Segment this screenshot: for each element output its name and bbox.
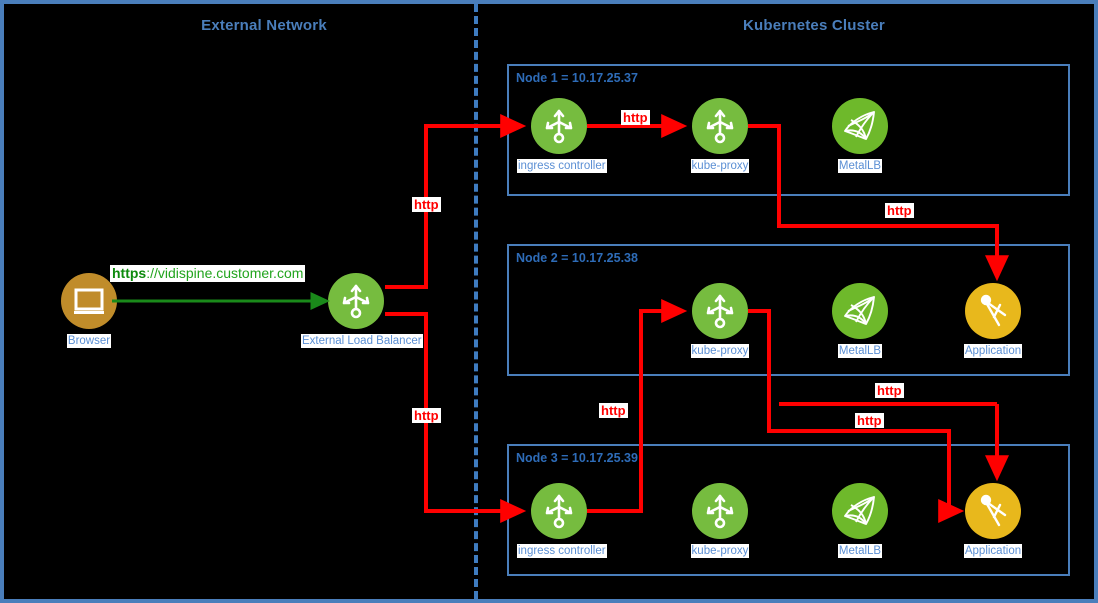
node-3-application-label: Application	[963, 544, 1023, 558]
node-3-metallb-label: MetalLB	[837, 544, 883, 558]
node-1-ingress-controller[interactable]: ingress controller	[517, 98, 607, 174]
zone-title-external-network: External Network	[201, 17, 327, 34]
mesh-net-icon	[832, 98, 888, 154]
zone-title-kubernetes-cluster: Kubernetes Cluster	[743, 17, 885, 34]
browser-node[interactable]: Browser	[47, 273, 131, 349]
browser-label: Browser	[66, 334, 112, 348]
node-2-kube-proxy[interactable]: kube-proxy	[678, 283, 762, 359]
http-label-lb-to-node3: http	[412, 408, 441, 423]
node-3-kube-proxy-label: kube-proxy	[690, 544, 750, 558]
node-2-metallb-label: MetalLB	[837, 344, 883, 358]
url-protocol: https	[112, 265, 147, 281]
external-load-balancer-node[interactable]: External Load Balancer	[301, 273, 423, 349]
node-2-application-label: Application	[963, 344, 1023, 358]
node-2-application[interactable]: Application	[951, 283, 1035, 359]
monitor-icon	[61, 273, 117, 329]
zone-divider	[474, 4, 478, 599]
http-label-kubeproxy2-to-app3-lower: http	[855, 413, 884, 428]
node-1-metallb-label: MetalLB	[837, 159, 883, 173]
node-2-kube-proxy-label: kube-proxy	[690, 344, 750, 358]
node-3-ingress-controller-label: ingress controller	[517, 544, 607, 558]
http-label-lb-to-node1: http	[412, 197, 441, 212]
http-label-ingress3-to-kubeproxy2: http	[599, 403, 628, 418]
node-3-application[interactable]: Application	[951, 483, 1035, 559]
node-1-kube-proxy[interactable]: kube-proxy	[678, 98, 762, 174]
node-3-metallb[interactable]: MetalLB	[818, 483, 902, 559]
mesh-net-icon	[832, 483, 888, 539]
external-load-balancer-label: External Load Balancer	[301, 334, 423, 348]
load-balancer-icon	[692, 483, 748, 539]
load-balancer-icon	[328, 273, 384, 329]
https-url-label: https://vidispine.customer.com	[110, 265, 306, 282]
node-3-ingress-controller[interactable]: ingress controller	[517, 483, 607, 559]
node-2-metallb[interactable]: MetalLB	[818, 283, 902, 359]
load-balancer-icon	[692, 283, 748, 339]
http-label-kubeproxy1-to-app2: http	[885, 203, 914, 218]
node-1-kube-proxy-label: kube-proxy	[690, 159, 750, 173]
url-host: ://vidispine.customer.com	[146, 265, 304, 281]
node-3-kube-proxy[interactable]: kube-proxy	[678, 483, 762, 559]
http-label-kubeproxy2-to-app3-upper: http	[875, 383, 904, 398]
mesh-net-icon	[832, 283, 888, 339]
compass-icon	[965, 283, 1021, 339]
compass-icon	[965, 483, 1021, 539]
http-label-ingress1-to-kubeproxy1: http	[621, 110, 650, 125]
node-3-label: Node 3 = 10.17.25.39	[516, 451, 638, 465]
node-1-ingress-controller-label: ingress controller	[517, 159, 607, 173]
load-balancer-icon	[692, 98, 748, 154]
node-2-label: Node 2 = 10.17.25.38	[516, 251, 638, 265]
load-balancer-icon	[531, 98, 587, 154]
node-1-metallb[interactable]: MetalLB	[818, 98, 902, 174]
node-1-label: Node 1 = 10.17.25.37	[516, 71, 638, 85]
load-balancer-icon	[531, 483, 587, 539]
